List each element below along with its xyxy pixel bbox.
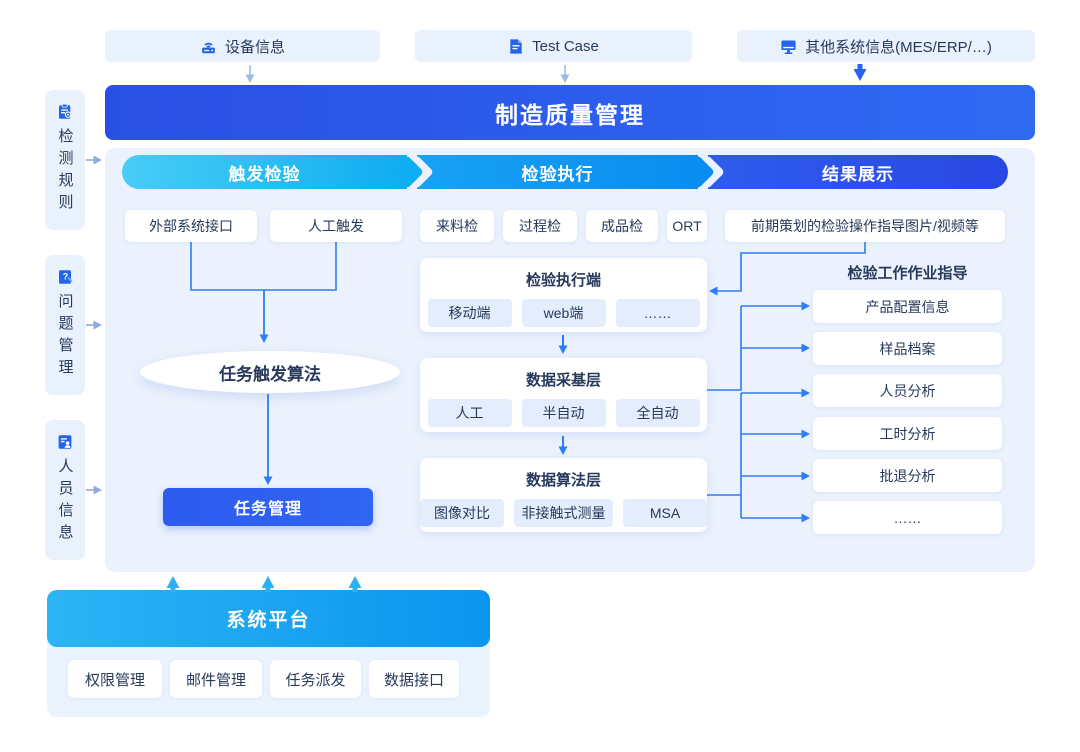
chip-contactless-measure: 非接触式测量 [514, 499, 613, 527]
chip-more: …… [615, 299, 700, 327]
platform-item-data-interface: 数据接口 [369, 660, 459, 698]
person-list-icon [58, 435, 72, 449]
question-note-icon: ? [59, 270, 73, 284]
main-banner-title: 制造质量管理 [495, 101, 645, 128]
main-banner: 制造质量管理 [105, 85, 1035, 140]
source-box-label: 设备信息 [224, 38, 285, 56]
item-label: 工时分析 [879, 425, 936, 442]
box-label: 人工触发 [308, 218, 364, 234]
document-icon [510, 38, 522, 54]
card-inspection-client: 检验执行端 移动端 web端 …… [420, 258, 707, 332]
stage-label: 结果展示 [822, 164, 894, 184]
task-management-node: 任务管理 [163, 488, 373, 526]
item-label: 人员分析 [879, 382, 936, 399]
stage-label: 检验执行 [521, 164, 594, 184]
result-item-sample-archive: 样品档案 [813, 332, 1002, 365]
card-title: 数据算法层 [525, 472, 601, 489]
chip-row: 移动端 web端 …… [420, 299, 707, 327]
platform-item-label: 权限管理 [84, 671, 145, 689]
result-item-workhour-analysis: 工时分析 [813, 417, 1002, 450]
chip-web: web端 [521, 299, 606, 327]
card-data-algorithm-layer: 数据算法层 图像对比 非接触式测量 MSA [420, 458, 707, 532]
box-external-system-interface: 外部系统接口 [125, 210, 257, 242]
ellipse-label: 任务触发算法 [219, 364, 321, 384]
item-label: 样品档案 [879, 340, 936, 357]
box-label: 过程检 [519, 218, 561, 234]
box-label: 来料检 [436, 218, 478, 234]
platform-item-label: 任务派发 [285, 671, 346, 689]
work-guide-group-title: 检验工作作业指导 [813, 262, 1002, 282]
item-label: 产品配置信息 [865, 298, 950, 315]
chip-semi-auto: 半自动 [521, 399, 606, 427]
stage-result-display: 结果展示 [691, 155, 1008, 189]
sidebar-item-inspection-rules: 检测规则 [45, 90, 85, 230]
box-label: 前期策划的检验操作指导图片/视频等 [751, 218, 979, 234]
chip-msa: MSA [623, 499, 707, 527]
sidebar-item-label: 问题管理 [56, 293, 74, 381]
box-label: 成品检 [601, 218, 643, 234]
card-title: 数据采基层 [525, 372, 601, 389]
chip-row: 人工 半自动 全自动 [420, 399, 707, 427]
chip-full-auto: 全自动 [615, 399, 700, 427]
button-label: 任务管理 [233, 501, 302, 518]
chip-mobile: 移动端 [427, 299, 512, 327]
question-glyph: ? [63, 272, 69, 282]
platform-item-task-dispatch: 任务派发 [270, 660, 361, 698]
group-title-label: 检验工作作业指导 [847, 264, 968, 282]
box-label: ORT [672, 218, 702, 234]
source-box-label: 其他系统信息(MES/ERP/…) [805, 38, 992, 56]
clipboard-gear-icon [59, 103, 72, 119]
stage-inspection-execution: 检验执行 [400, 155, 715, 189]
platform-item-label: 数据接口 [383, 671, 444, 689]
source-box-other-systems: 其他系统信息(MES/ERP/…) [737, 30, 1035, 62]
box-label: 外部系统接口 [149, 218, 233, 234]
result-item-product-config: 产品配置信息 [813, 290, 1002, 323]
item-label: …… [893, 509, 922, 526]
box-final-inspection: 成品检 [586, 210, 658, 242]
chip-image-compare: 图像对比 [420, 499, 504, 527]
sidebar-item-issue-management: ? 问题管理 [45, 255, 85, 395]
task-trigger-algorithm-ellipse: 任务触发算法 [140, 351, 400, 393]
box-inspection-guide-note: 前期策划的检验操作指导图片/视频等 [725, 210, 1005, 242]
card-title: 检验执行端 [525, 272, 601, 289]
platform-banner: 系统平台 [47, 590, 490, 647]
stage-trigger-inspection: 触发检验 [122, 155, 424, 189]
source-box-testcase: Test Case [415, 30, 692, 62]
result-item-personnel-analysis: 人员分析 [813, 374, 1002, 407]
item-label: 批退分析 [879, 467, 936, 484]
card-data-collection-layer: 数据采基层 人工 半自动 全自动 [420, 358, 707, 432]
result-item-lot-reject-analysis: 批退分析 [813, 459, 1002, 492]
device-icon [202, 42, 215, 53]
box-incoming-inspection: 来料检 [420, 210, 494, 242]
box-manual-trigger: 人工触发 [270, 210, 402, 242]
result-item-more: …… [813, 501, 1002, 534]
chip-row: 图像对比 非接触式测量 MSA [420, 499, 707, 527]
sidebar-item-label: 人员信息 [56, 458, 74, 546]
source-box-device: 设备信息 [105, 30, 380, 62]
stage-label: 触发检验 [228, 164, 301, 184]
platform-item-label: 邮件管理 [185, 671, 246, 689]
sidebar-item-personnel-info: 人员信息 [45, 420, 85, 560]
box-ort: ORT [667, 210, 707, 242]
platform-title: 系统平台 [226, 610, 311, 631]
monitor-icon [781, 39, 796, 54]
platform-item-permission: 权限管理 [68, 660, 162, 698]
source-box-label: Test Case [532, 37, 599, 55]
sidebar-item-label: 检测规则 [56, 128, 74, 216]
platform-item-mail: 邮件管理 [170, 660, 262, 698]
chip-manual: 人工 [427, 399, 512, 427]
box-process-inspection: 过程检 [503, 210, 577, 242]
